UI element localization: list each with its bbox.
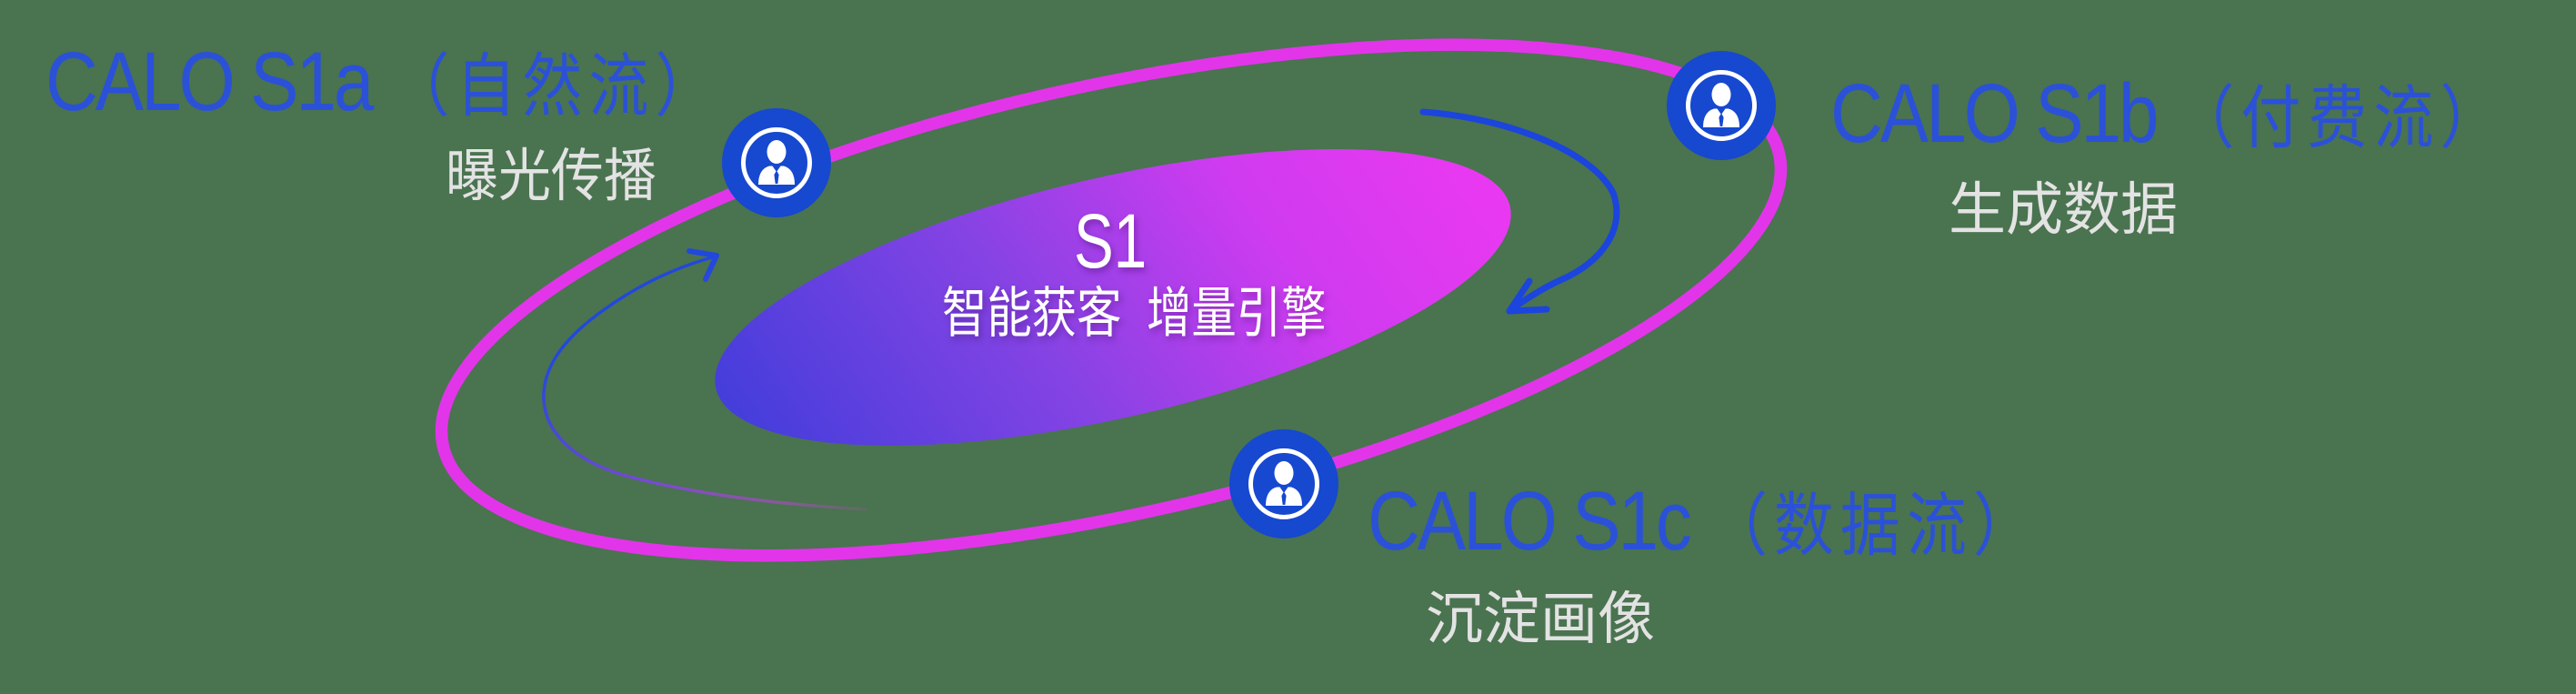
node-s1c-title: CALO S1c（数据流） [1368, 474, 2040, 568]
core-title: S1 [1074, 198, 1148, 284]
orbit-ring [435, 38, 1788, 562]
arrow-left [542, 248, 867, 511]
core-ellipse [715, 149, 1511, 446]
arrow-right [1419, 108, 1620, 315]
node-s1a-title: CALO S1a（自然流） [45, 35, 722, 128]
node-s1b-title: CALO S1b（付费流） [1830, 66, 2507, 160]
node-s1a-caption: 曝光传播 [446, 145, 657, 208]
node-s1c-caption: 沉淀画像 [1426, 588, 1655, 651]
node-s1b-caption: 生成数据 [1949, 178, 2178, 242]
person-icon-s1c [1229, 429, 1338, 538]
person-icon-s1b [1667, 51, 1776, 160]
person-icon-s1a [722, 108, 831, 217]
core-subtitle: 智能获客 增量引擎 [942, 283, 1327, 344]
